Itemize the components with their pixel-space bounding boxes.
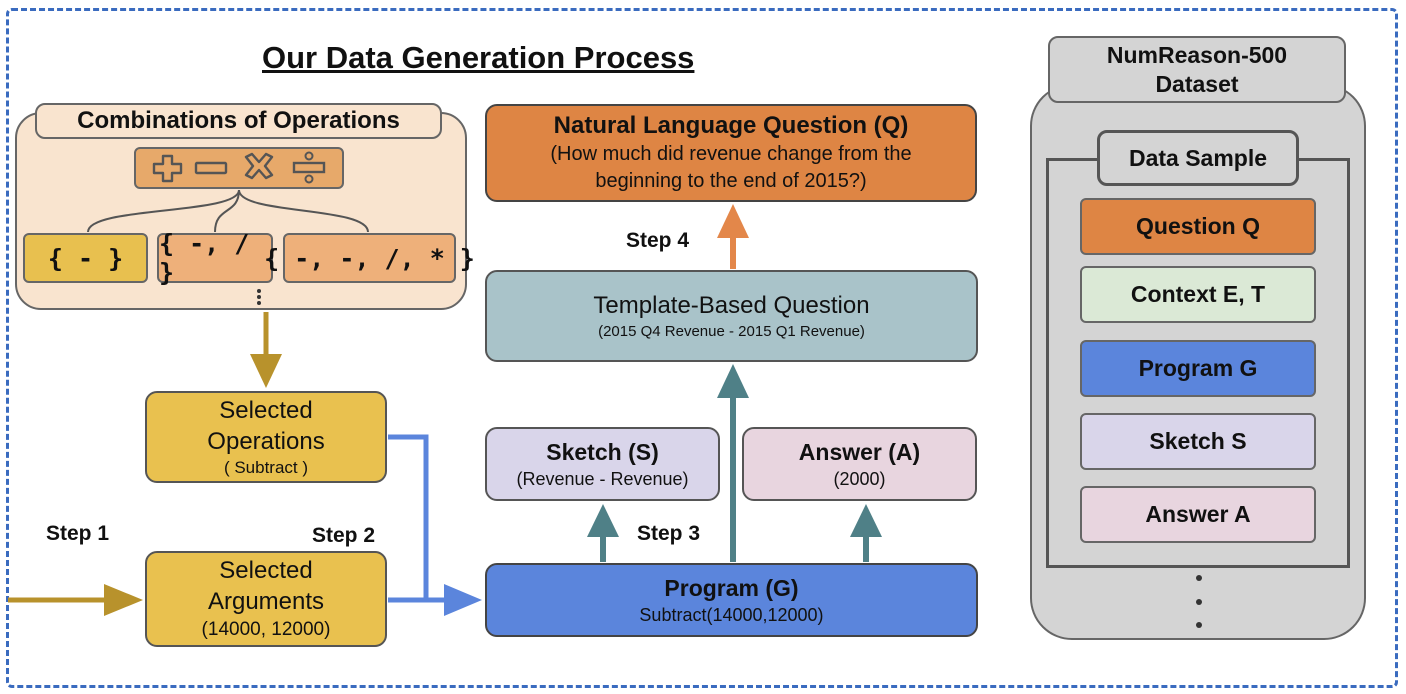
operation-set-2-text: { -, / } <box>159 229 250 287</box>
template-question-box: Template-Based Question (2015 Q4 Revenue… <box>485 270 978 362</box>
natural-language-question-box: Natural Language Question (Q) (How much … <box>485 104 977 202</box>
operation-set-1: { - } <box>23 233 148 283</box>
operation-set-3: { -, -, /, * } <box>264 233 475 283</box>
ellipsis-dot <box>257 301 261 305</box>
selected-arguments-detail: (14000, 12000) <box>201 619 331 640</box>
combinations-label-text: Combinations of Operations <box>77 107 400 134</box>
sketch-box: Sketch (S) (Revenue - Revenue) <box>485 427 720 501</box>
arrow-step3-sketch <box>587 504 619 562</box>
answer-title: Answer (A) <box>798 439 921 465</box>
diagram-title: Our Data Generation Process <box>262 40 695 75</box>
template-question-detail: (2015 Q4 Revenue - 2015 Q1 Revenue) <box>598 323 865 340</box>
sketch-detail: (Revenue - Revenue) <box>516 469 689 489</box>
dataset-item-answer-text: Answer A <box>1145 501 1251 527</box>
arrow-step1 <box>8 584 143 616</box>
dataset-item-context: Context E, T <box>1080 266 1316 323</box>
dataset-item-context-text: Context E, T <box>1130 281 1266 307</box>
divide-icon <box>292 151 326 184</box>
selected-arguments-box: Selected Arguments (14000, 12000) <box>145 551 387 647</box>
arrow-step3-template <box>717 364 749 562</box>
step-1-label: Step 1 <box>46 522 110 545</box>
step-3-label: Step 3 <box>637 522 701 545</box>
operators-bar <box>134 147 344 189</box>
dataset-item-program: Program G <box>1080 340 1316 397</box>
ellipsis-dot <box>257 295 261 299</box>
dataset-title-box: NumReason-500 Dataset <box>1048 36 1346 103</box>
selected-operations-detail: ( Subtract ) <box>223 458 309 477</box>
program-box: Program (G) Subtract(14000,12000) <box>485 563 978 637</box>
arrow-combinations-to-operations <box>250 312 282 388</box>
ellipsis-dot <box>1196 622 1202 628</box>
nl-question-title: Natural Language Question (Q) <box>553 112 909 139</box>
program-title: Program (G) <box>664 575 799 601</box>
nl-question-detail-line1: (How much did revenue change from the <box>550 143 912 165</box>
times-icon <box>244 152 274 180</box>
dataset-item-program-text: Program G <box>1138 355 1258 381</box>
selected-arguments-line1: Selected <box>219 557 313 584</box>
combinations-label: Combinations of Operations <box>35 103 442 139</box>
dataset-item-sketch: Sketch S <box>1080 413 1316 470</box>
ellipsis-dot <box>1196 575 1202 581</box>
selected-operations-box: Selected Operations ( Subtract ) <box>145 391 387 483</box>
plus-icon <box>152 154 183 183</box>
ellipsis-dot <box>1196 599 1202 605</box>
step-4-label: Step 4 <box>626 229 690 252</box>
template-question-title: Template-Based Question <box>593 292 870 319</box>
nl-question-detail-line2: beginning to the end of 2015?) <box>595 170 867 192</box>
selected-operations-line1: Selected <box>219 397 313 424</box>
sketch-title: Sketch (S) <box>546 439 659 465</box>
arrow-step4 <box>717 204 749 269</box>
dataset-title-line2: Dataset <box>1155 70 1239 97</box>
data-sample-label: Data Sample <box>1097 130 1299 186</box>
operation-set-3-text: { -, -, /, * } <box>264 243 475 273</box>
dataset-item-answer: Answer A <box>1080 486 1316 543</box>
answer-detail: (2000) <box>833 469 886 489</box>
program-detail: Subtract(14000,12000) <box>639 605 824 625</box>
arrow-step3-answer <box>850 504 882 562</box>
outer-dashed-frame <box>6 8 1398 688</box>
dataset-item-question: Question Q <box>1080 198 1316 255</box>
minus-icon <box>194 161 228 175</box>
dataset-title-line1: NumReason-500 <box>1106 41 1288 68</box>
arrow-step2 <box>388 434 482 616</box>
dataset-item-question-text: Question Q <box>1136 213 1260 239</box>
dataset-item-sketch-text: Sketch S <box>1149 428 1247 454</box>
selected-arguments-line2: Arguments <box>207 588 325 615</box>
step-2-label: Step 2 <box>312 524 376 547</box>
operation-set-2: { -, / } <box>157 229 273 287</box>
selected-operations-line2: Operations <box>207 428 325 455</box>
data-sample-label-text: Data Sample <box>1128 144 1268 171</box>
operation-set-1-text: { - } <box>47 243 124 273</box>
answer-box: Answer (A) (2000) <box>742 427 977 501</box>
ellipsis-dot <box>257 289 261 293</box>
